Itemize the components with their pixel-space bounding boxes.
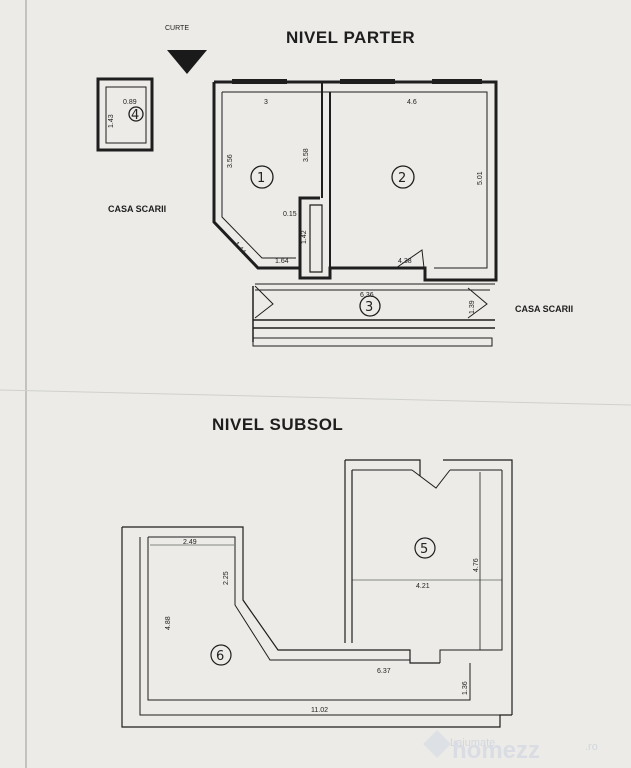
dim-6-36: 6.36 (360, 292, 374, 299)
room-number-3: 3 (365, 300, 373, 315)
dim-2-49: 2.49 (183, 539, 197, 546)
watermark-faded-text: Lajumate (450, 737, 495, 749)
room-number-5: 5 (420, 542, 428, 557)
entrance-arrow-icon (167, 50, 207, 74)
room-number-4: 4 (131, 108, 139, 123)
room-5-outline (344, 459, 513, 715)
dim-4-21: 4.21 (416, 583, 430, 590)
casa-scarii-left-label: CASA SCARII (108, 204, 166, 214)
dim-1-43: 1.43 (108, 114, 115, 128)
dim-11-02: 11.02 (311, 707, 328, 714)
dim-4-6: 4.6 (407, 99, 417, 106)
dim-3-56: 3.56 (227, 154, 234, 168)
dim-4-76: 4.76 (473, 558, 480, 572)
dim-5-01: 5.01 (477, 171, 484, 185)
dim-4-38: 4.38 (398, 258, 412, 265)
dim-3: 3 (264, 99, 268, 106)
dim-1-39: 1.39 (469, 300, 476, 314)
dim-1-42: 1.42 (301, 230, 308, 244)
dim-6-37: 6.37 (377, 668, 391, 675)
parter-windows (232, 79, 482, 84)
parter-room-markers (250, 165, 415, 317)
dim-0-15: 0.15 (283, 211, 297, 218)
room-number-1: 1 (257, 171, 265, 186)
paper-fold (0, 389, 631, 406)
dim-1-36: 1.36 (462, 681, 469, 695)
watermark-logo-icon (423, 730, 451, 758)
room-4-outline (96, 77, 154, 152)
watermark-tld: .ro (585, 741, 598, 753)
dim-0-89: 0.89 (123, 99, 137, 106)
curte-label: CURTE (165, 25, 189, 32)
watermark: Lajumate homezz .ro (423, 730, 598, 764)
room-number-6: 6 (216, 649, 224, 664)
parter-title: NIVEL PARTER (286, 28, 415, 47)
watermark-brand: homezz (452, 737, 540, 764)
dim-3-58: 3.58 (303, 148, 310, 162)
dim-4-88: 4.88 (165, 616, 172, 630)
room-number-2: 2 (398, 171, 406, 186)
dim-1-64: 1.64 (275, 258, 289, 265)
room-6-outline (121, 526, 512, 728)
dim-2-25: 2.25 (223, 571, 230, 585)
subsol-title: NIVEL SUBSOL (212, 415, 343, 434)
parter-walls (212, 80, 498, 347)
casa-scarii-right-label: CASA SCARII (515, 304, 573, 314)
